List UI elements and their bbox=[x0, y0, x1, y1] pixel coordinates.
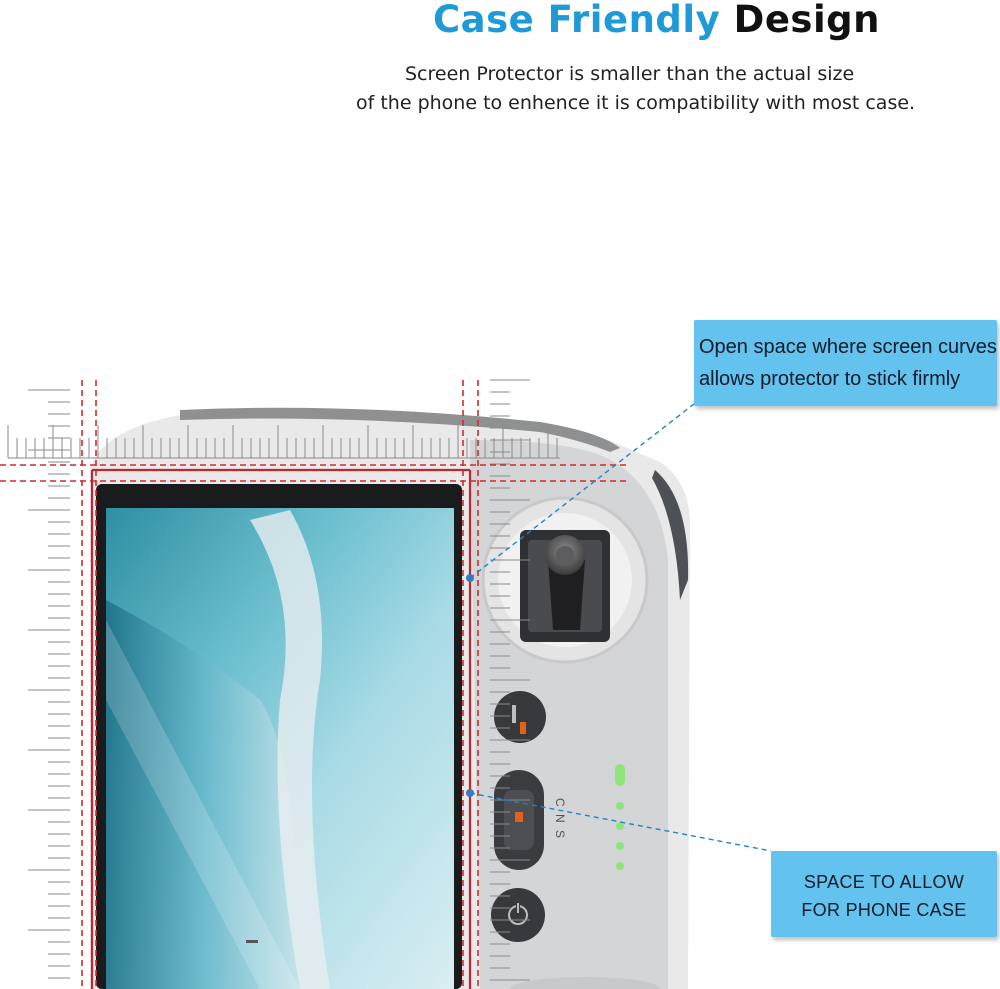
headline-dark: Design bbox=[733, 0, 880, 41]
subtitle-line-1: Screen Protector is smaller than the act… bbox=[405, 63, 855, 85]
headline: Case Friendly Design bbox=[0, 0, 1000, 48]
callout-phone-case: SPACE TO ALLOW FOR PHONE CASE bbox=[771, 851, 997, 937]
bottom-grip bbox=[510, 977, 660, 989]
callout-bottom-line-2: FOR PHONE CASE bbox=[801, 900, 967, 920]
mode-label-s: S bbox=[553, 830, 567, 838]
headline-accent: Case Friendly bbox=[433, 0, 721, 41]
protector-outline bbox=[90, 468, 472, 989]
callout-bottom-line-1: SPACE TO ALLOW bbox=[803, 872, 965, 892]
mode-switch: C N S bbox=[494, 770, 567, 870]
mode-label-c: C bbox=[553, 798, 567, 807]
battery-led-indicator bbox=[615, 764, 625, 870]
callout-top-line-2: allows protector to stick firmly bbox=[699, 368, 961, 390]
callout-anchor-dot-bottom bbox=[466, 789, 474, 797]
function-button bbox=[494, 691, 546, 743]
power-button bbox=[491, 888, 545, 942]
device-screen bbox=[96, 484, 462, 989]
callout-leader-lines bbox=[469, 403, 772, 852]
subtitle-line-2: of the phone to enhence it is compatibil… bbox=[356, 92, 916, 114]
callout-anchor-dot-top bbox=[466, 574, 474, 582]
callout-top-line-1: Open space where screen curves bbox=[699, 336, 997, 358]
edge-guide-lines bbox=[0, 380, 630, 989]
callout-open-space: Open space where screen curves allows pr… bbox=[694, 320, 997, 406]
joystick bbox=[481, 496, 649, 664]
ruler-guides bbox=[7, 379, 560, 981]
mode-label-n: N bbox=[553, 814, 567, 823]
